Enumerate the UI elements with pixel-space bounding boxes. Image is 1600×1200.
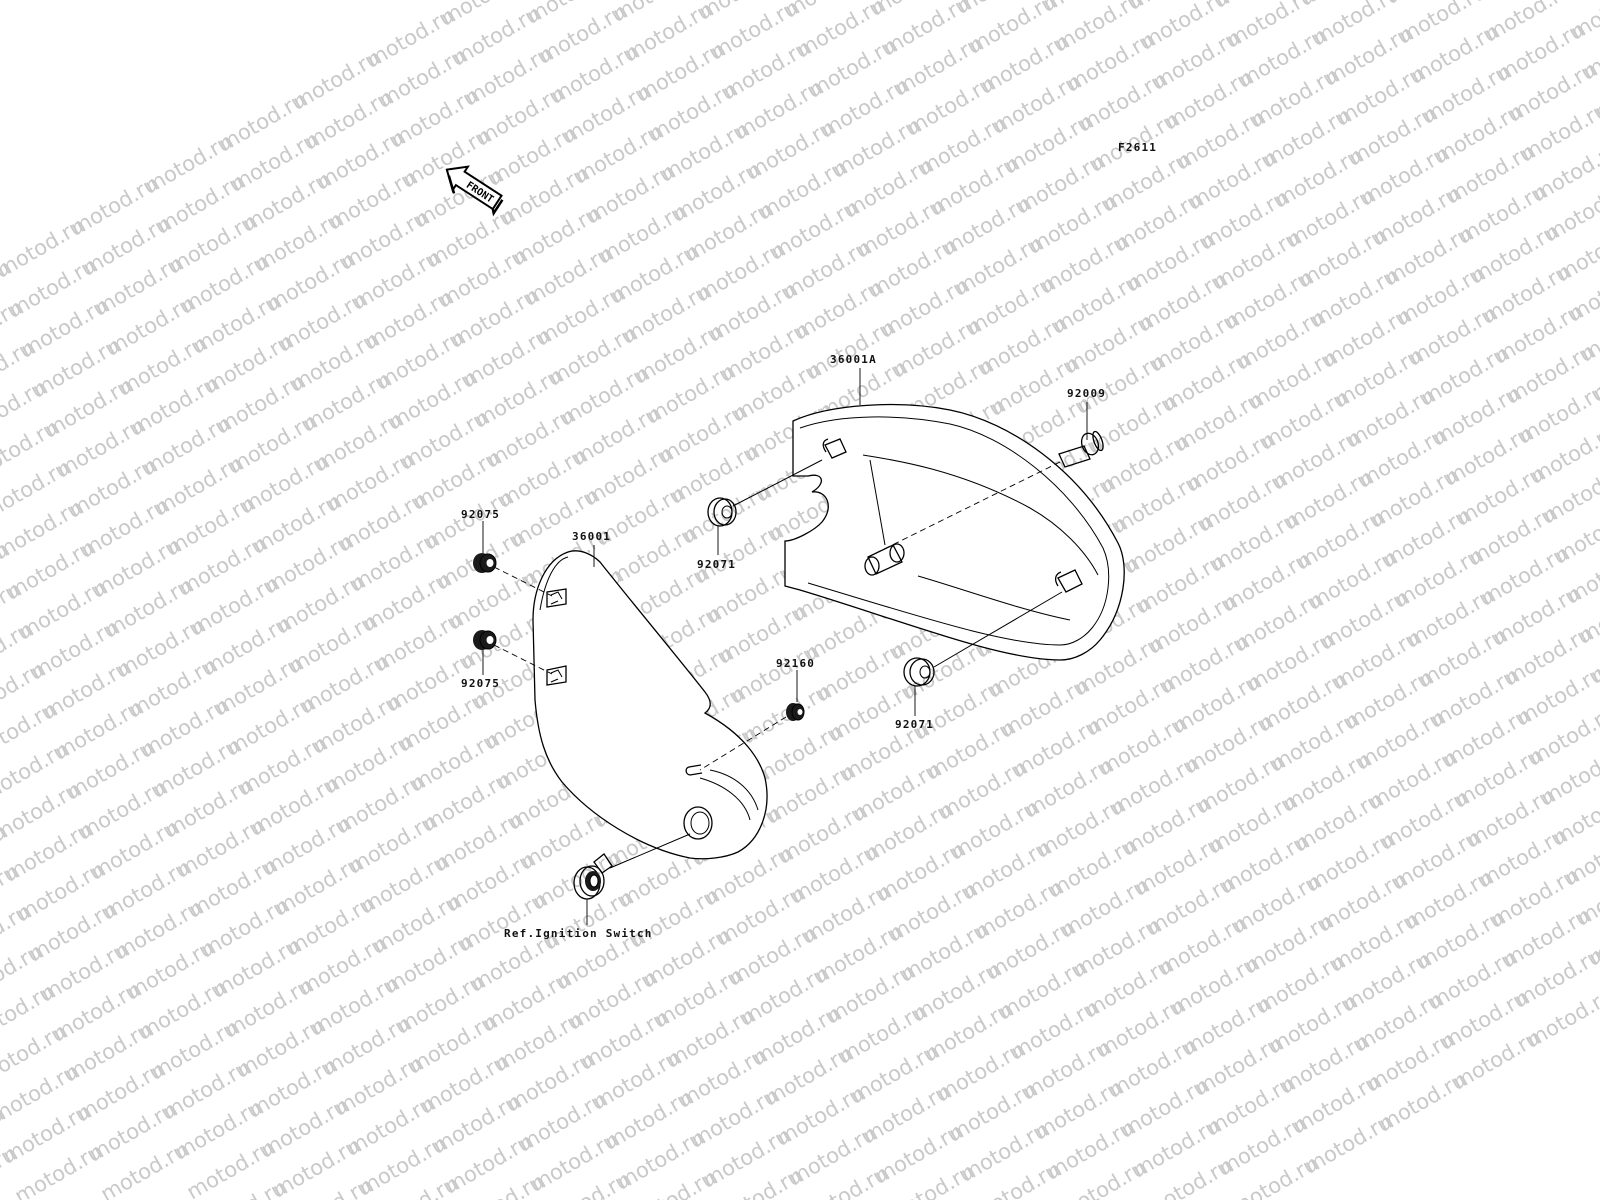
side-cover-left (532, 550, 768, 860)
clip-mark-top (546, 588, 567, 608)
grommet-left-top (473, 553, 497, 573)
figure-code: F2611 (1118, 141, 1157, 154)
grommet-upper (707, 497, 737, 527)
grommet-lower (903, 657, 935, 687)
assembly-line-left-bottom (493, 644, 553, 675)
assembly-line-small (699, 716, 787, 771)
grommet-left-bottom (473, 630, 497, 650)
clip-mark-bottom (546, 665, 567, 686)
part-label-92160: 92160 (776, 657, 815, 670)
assembly-line-ignition (609, 833, 691, 869)
assembly-line-bolt (869, 461, 1061, 557)
part-label-92075-bottom: 92075 (461, 677, 500, 690)
assembly-line-left-top (493, 566, 553, 597)
part-label-92075-top: 92075 (461, 508, 500, 521)
assembly-line-grommet-lower (933, 591, 1063, 668)
assembly-line-grommet-upper (732, 459, 823, 507)
grommet-small (786, 703, 805, 721)
part-label-92071-lower: 92071 (895, 718, 934, 731)
side-cover-right (784, 403, 1125, 661)
bolt-part (1058, 430, 1104, 468)
part-label-ignition-ref: Ref.Ignition Switch (504, 927, 653, 940)
part-label-36001a: 36001A (830, 353, 877, 366)
part-label-92071-upper: 92071 (697, 558, 736, 571)
part-label-92009: 92009 (1067, 387, 1106, 400)
part-label-36001: 36001 (572, 530, 611, 543)
